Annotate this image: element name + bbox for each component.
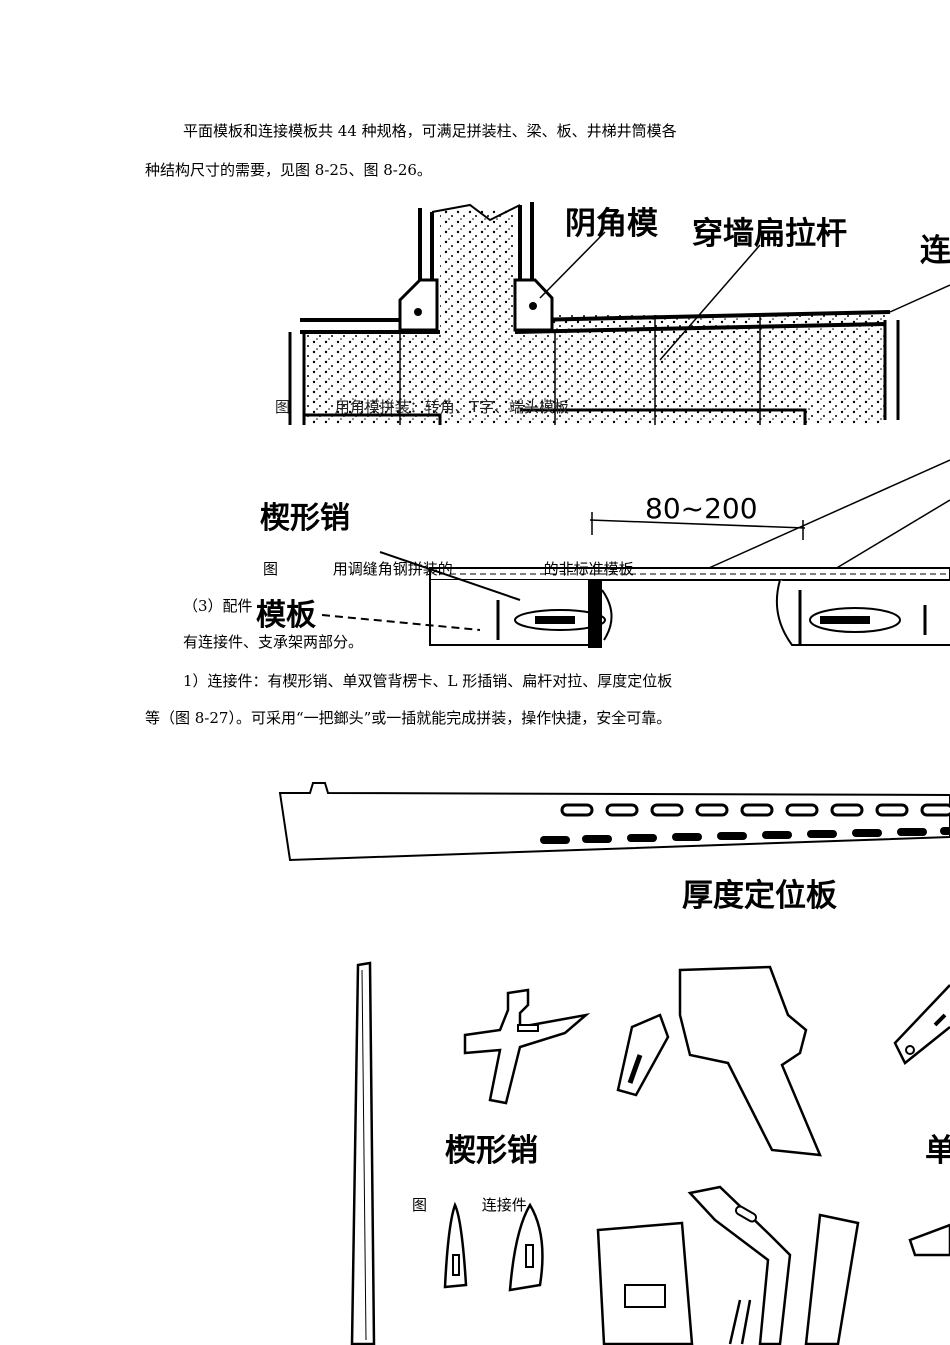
figure-1-caption-text: 用角模拼装：转角、T字、端头模板 bbox=[334, 398, 569, 416]
paragraph-1-line-1: 平面模板和连接模板共 44 种规格，可满足拼装柱、梁、板、井梯井筒模各 bbox=[183, 122, 677, 140]
paragraph-3-line-2: 等（图 8-27）。可采用“一把鎯头”或一插就能完成拼装，操作快捷，安全可靠。 bbox=[145, 709, 672, 727]
figure-2-caption-suffix: 的非标准模板 bbox=[543, 560, 634, 578]
figure-1-caption-prefix: 图 bbox=[275, 398, 291, 416]
figure-3-caption: 图 连接件 bbox=[412, 1194, 527, 1215]
figure-1-caption: 图 用角模拼装：转角、T字、端头模板 bbox=[275, 396, 569, 417]
figure-1-label-yinjiao: 阴角模 bbox=[565, 206, 658, 242]
figure-3-thickness-plate bbox=[278, 782, 950, 862]
figure-2-caption: 图 用调缝角钢拼装的 的非标准模板 bbox=[263, 558, 634, 579]
figure-1-label-lian: 连 bbox=[920, 233, 950, 269]
figure-2-dimension: 80~200 bbox=[645, 492, 758, 525]
figure-2-caption-prefix: 图 bbox=[263, 560, 279, 578]
figure-2-label-muban: 模板 bbox=[256, 598, 316, 633]
figure-3-label-dan: 单 bbox=[925, 1133, 950, 1169]
figure-3-caption-prefix: 图 bbox=[412, 1196, 428, 1214]
figure-1-formwork-plan bbox=[288, 202, 950, 425]
paragraph-2-start: （3）配件 bbox=[183, 597, 253, 615]
figure-3-connectors bbox=[350, 961, 950, 1345]
figure-2-wedge-pin-assembly bbox=[321, 459, 950, 648]
paragraph-3-line-1: 1）连接件：有楔形销、单双管背楞卡、L 形插销、扁杆对拉、厚度定位板 bbox=[183, 672, 673, 690]
figure-3-caption-text: 连接件 bbox=[481, 1196, 527, 1214]
paragraph-1-line-2: 种结构尺寸的需要，见图 8-25、图 8-26。 bbox=[145, 161, 432, 179]
figure-2-caption-text: 用调缝角钢拼装的 bbox=[332, 560, 453, 578]
figure-3-label-xiexing: 楔形销 bbox=[445, 1133, 538, 1169]
figure-2-label-xiexing: 楔形销 bbox=[260, 501, 350, 536]
figure-3-label-houdu: 厚度定位板 bbox=[682, 878, 837, 914]
paragraph-2-line-2: 有连接件、支承架两部分。 bbox=[183, 633, 364, 651]
figure-1-label-chuanqiang: 穿墙扁拉杆 bbox=[692, 216, 847, 252]
